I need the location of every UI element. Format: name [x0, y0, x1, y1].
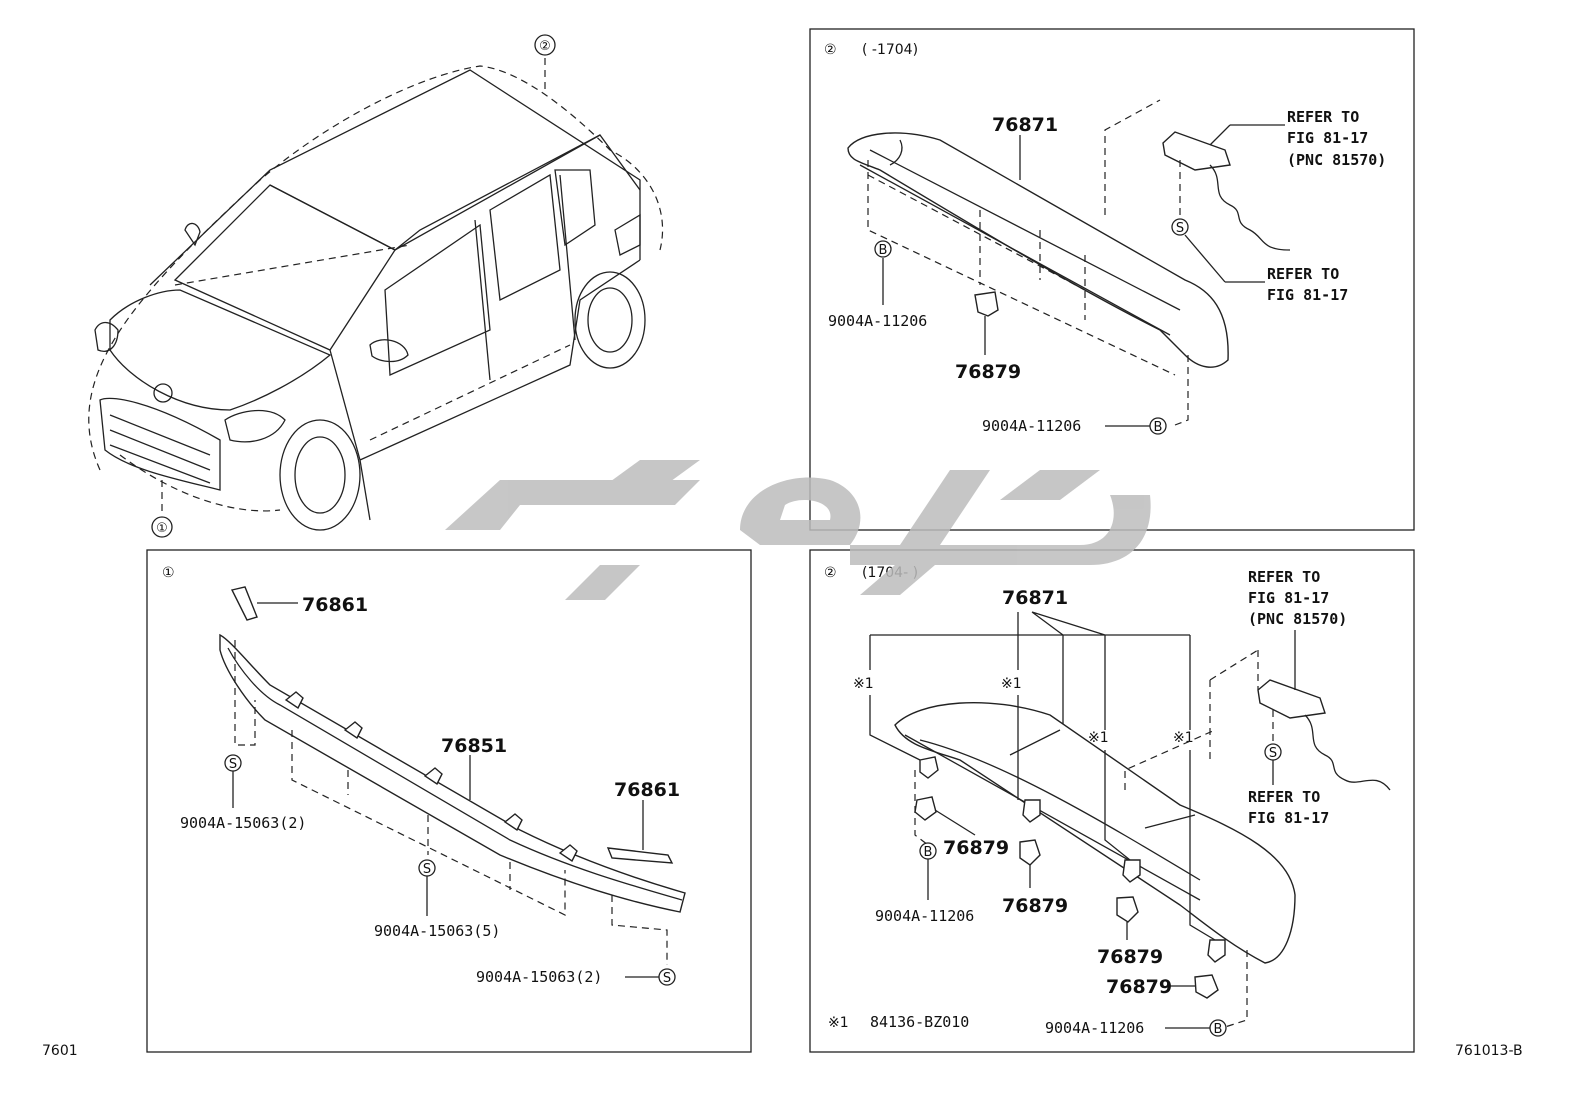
mark-s-right: S	[663, 971, 671, 986]
label-76879-b: 76879	[1002, 895, 1068, 917]
callout-two-circle	[534, 34, 556, 56]
mark-b-left-top: B	[879, 243, 888, 258]
clip-b	[914, 796, 937, 821]
panel-top-right-header-num: ②	[824, 42, 837, 58]
stop-lamp-top	[1162, 131, 1231, 171]
mark-s-top: S	[1176, 221, 1184, 236]
screw-9004A-11206-bottom-left: 9004A-11206	[875, 907, 974, 925]
stop-lamp-bottom	[1257, 679, 1326, 719]
clip-h	[1194, 974, 1219, 999]
screw-9004A-15063-right: 9004A-15063(2)	[476, 968, 602, 986]
panel-top-right-header-range: ( -1704)	[862, 42, 918, 58]
refer2-bottom-line1: REFER TO	[1248, 788, 1320, 806]
refer1-bottom-line2: FIG 81-17	[1248, 589, 1329, 607]
screw-9004A-11206-bottom-right: 9004A-11206	[1045, 1019, 1144, 1037]
footer-left-code: 7601	[42, 1043, 78, 1059]
callout-two-top: ②	[539, 39, 551, 54]
mark-b-bottom-right: B	[1214, 1022, 1223, 1037]
star-mark-1: ※1	[853, 676, 874, 692]
screw-9004A-15063-left: 9004A-15063(2)	[180, 814, 306, 832]
clip-e	[1122, 859, 1141, 883]
mark-s-left: S	[229, 757, 237, 772]
screw-9004A-11206-top-left: 9004A-11206	[828, 312, 927, 330]
mark-s-mid: S	[423, 862, 431, 877]
label-76879-top: 76879	[955, 361, 1021, 383]
label-76879-a: 76879	[943, 837, 1009, 859]
refer1-bottom-line3: (PNC 81570)	[1248, 610, 1347, 628]
footnote-part: 84136-BZ010	[870, 1013, 969, 1031]
panel-bottom-left-header-num: ①	[162, 565, 175, 581]
vehicle-illustration	[88, 58, 664, 531]
panel-bottom-left-frame	[146, 549, 752, 1053]
clip-a	[919, 756, 939, 779]
callout-one-bottom: ①	[156, 521, 168, 536]
clip-g	[1207, 939, 1226, 963]
panel-bottom-right-header-num: ②	[824, 565, 837, 581]
mark-s-bottom: S	[1269, 746, 1277, 761]
watermark-logo	[445, 460, 1151, 600]
star-mark-2: ※1	[1001, 676, 1022, 692]
label-76851: 76851	[441, 735, 507, 757]
clip-76879-top	[974, 291, 999, 317]
refer1-bottom-line1: REFER TO	[1248, 568, 1320, 586]
spoiler-dashed-outline	[88, 65, 664, 471]
bracket-76861-right	[606, 847, 674, 864]
footnote-mark: ※1	[828, 1015, 849, 1031]
clip-c	[1022, 799, 1041, 823]
screw-9004A-15063-mid: 9004A-15063(5)	[374, 922, 500, 940]
label-76879-d: 76879	[1106, 976, 1172, 998]
refer1-top-line1: REFER TO	[1287, 108, 1359, 126]
label-76879-c: 76879	[1097, 946, 1163, 968]
molding-76851	[219, 633, 686, 913]
label-76871-bottom: 76871	[1002, 587, 1068, 609]
screw-9004A-11206-top-right: 9004A-11206	[982, 417, 1081, 435]
footer-right-code: 761013-B	[1455, 1043, 1523, 1059]
clip-d	[1019, 839, 1041, 866]
refer2-top-line2: FIG 81-17	[1267, 286, 1348, 304]
label-76861-right: 76861	[614, 779, 680, 801]
refer2-top-line1: REFER TO	[1267, 265, 1339, 283]
spoiler-pre-1704	[847, 132, 1229, 368]
mark-b-bottom-left: B	[924, 845, 933, 860]
refer2-bottom-line2: FIG 81-17	[1248, 809, 1329, 827]
bracket-76861-top	[230, 586, 258, 621]
mark-b-right-top: B	[1154, 420, 1163, 435]
refer1-top-line2: FIG 81-17	[1287, 129, 1368, 147]
star-mark-3: ※1	[1088, 730, 1109, 746]
callout-one-circle	[151, 516, 173, 538]
label-76861-top: 76861	[302, 594, 368, 616]
clip-f	[1116, 896, 1139, 923]
label-76871-top: 76871	[992, 114, 1058, 136]
refer1-top-line3: (PNC 81570)	[1287, 151, 1386, 169]
